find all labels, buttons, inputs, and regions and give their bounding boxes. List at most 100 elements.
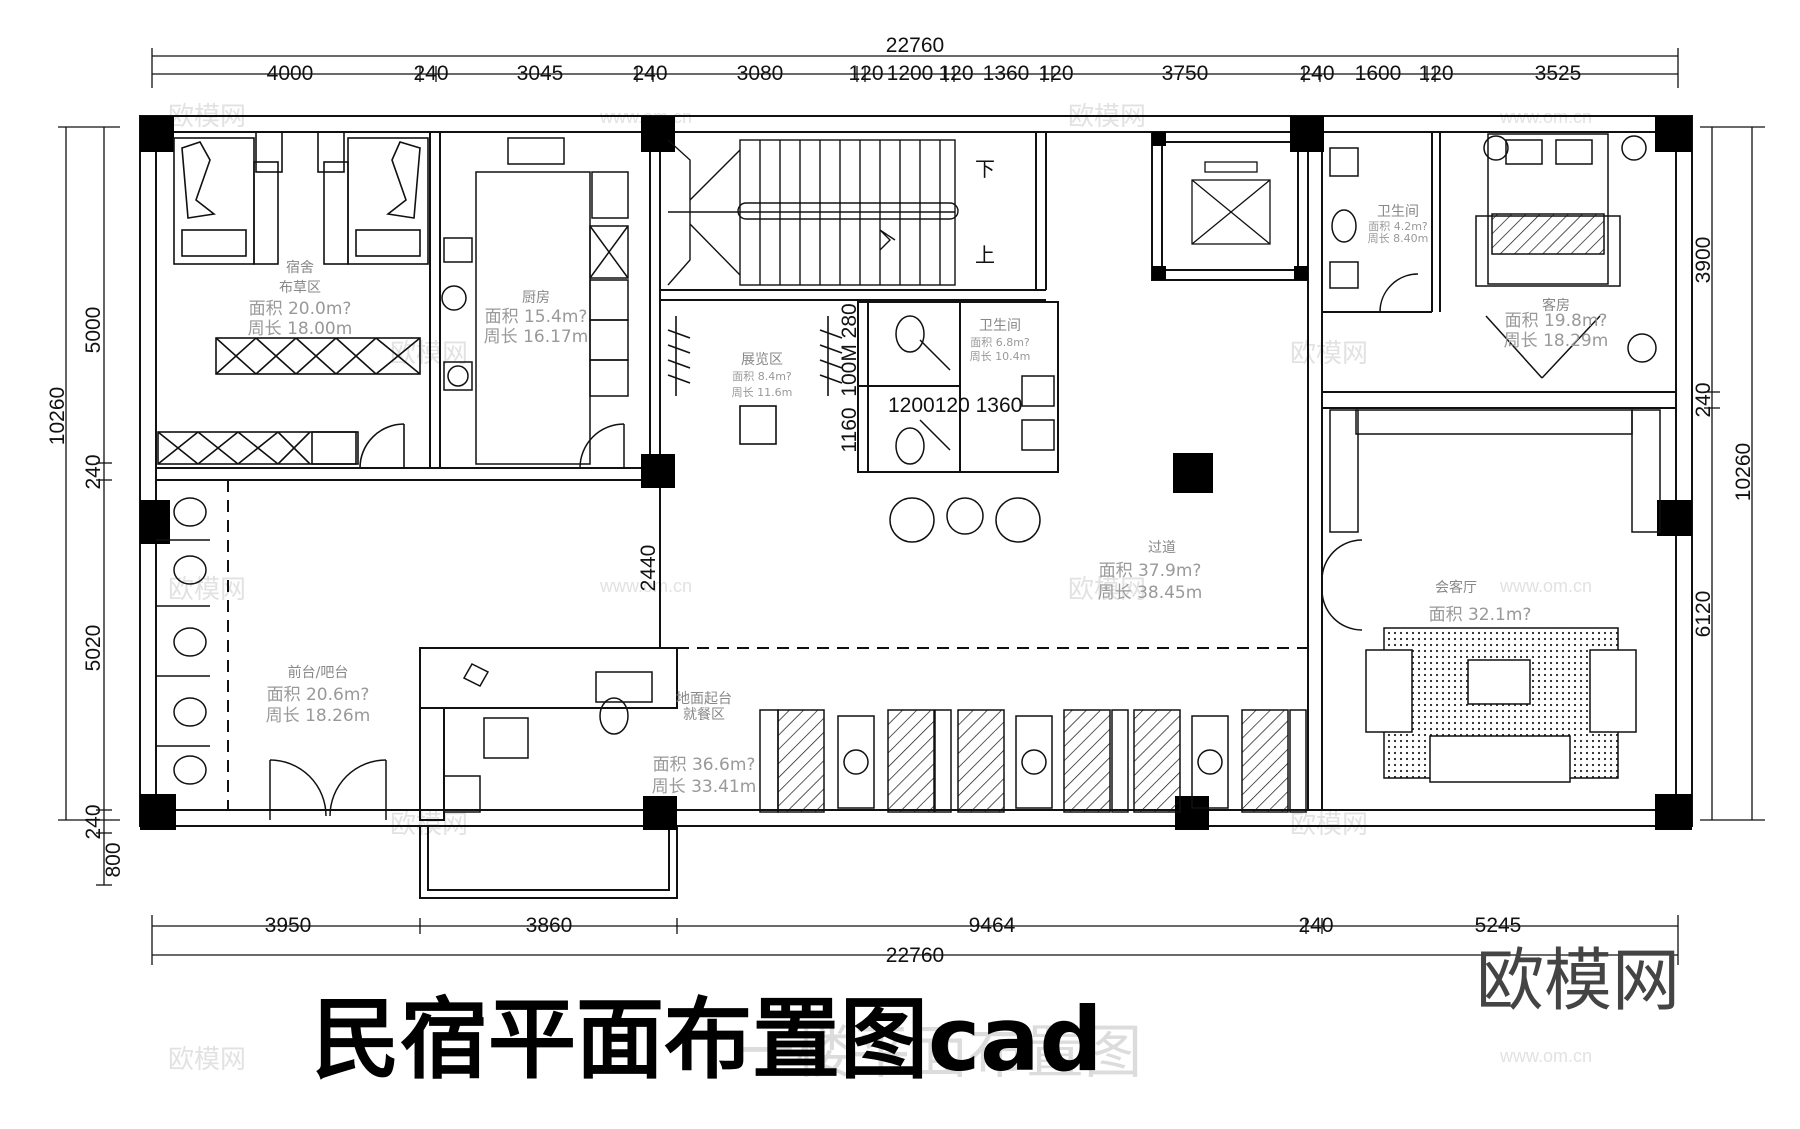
- dim-label: 100M 280: [838, 303, 861, 396]
- room-name: 厨房: [522, 290, 550, 306]
- room-name: 地面起台: [676, 691, 732, 707]
- dim-label: 240: [632, 62, 667, 85]
- lounge-fixtures: [1321, 409, 1661, 783]
- dim-label: 3900: [1692, 237, 1715, 284]
- room-name: 展览区: [741, 352, 783, 368]
- room-area: 面积 8.4m?: [732, 370, 792, 383]
- watermark-url: www.om.cn: [599, 576, 692, 596]
- room-perimeter: 周长 18.26m: [266, 706, 371, 726]
- dim-label: 3525: [1535, 62, 1582, 85]
- dining-booths: [759, 709, 1307, 813]
- room-name: 卫生间: [1377, 204, 1419, 220]
- dim-label: 3045: [517, 62, 564, 85]
- dim-label: 6120: [1692, 591, 1715, 638]
- room-name: 卫生间: [979, 318, 1021, 334]
- reception-fixtures: [156, 497, 653, 820]
- logo-text: 欧模网: [1476, 942, 1680, 1021]
- dim-label: 120: [848, 62, 883, 85]
- dorm-beds: [157, 131, 429, 469]
- elevator: [1191, 161, 1271, 245]
- dim-label: 1160: [838, 407, 861, 452]
- dim-label: 1200120 1360: [888, 394, 1022, 417]
- dim-left-total: 10260: [46, 387, 69, 445]
- room-labels: 宿舍 布草区 面积 20.0m? 周长 18.00m 厨房 面积 15.4m? …: [248, 204, 1609, 797]
- dim-label: 240: [413, 62, 448, 85]
- room-area: 面积 32.1m?: [1429, 605, 1532, 625]
- dim-label: 2440: [637, 545, 660, 592]
- left-dimension-labels: 10260 5000 240 5020 240 800: [46, 307, 125, 878]
- kitchen-fixtures: [441, 137, 629, 469]
- room-perimeter: 周长 11.6m: [732, 386, 793, 399]
- watermark-url: www.om.cn: [1499, 1046, 1592, 1066]
- bathroom-fixtures: [889, 315, 1055, 543]
- dim-label: 240: [1692, 382, 1715, 417]
- drawing-title: 民宿平面布置图cad: [312, 988, 1103, 1091]
- stair-down-label: 下: [975, 157, 995, 181]
- dim-top-total: 22760: [886, 34, 944, 57]
- dim-label: 5000: [82, 307, 105, 354]
- dim-label: 240: [82, 804, 105, 839]
- top-dimension-labels: 22760 4000 240 3045 240 3080 120 1200 12…: [267, 34, 1582, 85]
- dim-label: 240: [82, 454, 105, 489]
- dim-label: 120: [938, 62, 973, 85]
- room-area: 面积 20.0m?: [249, 299, 352, 319]
- dim-label: 120: [1038, 62, 1073, 85]
- room-name: 会客厅: [1435, 579, 1477, 596]
- dim-label: 120: [1418, 62, 1453, 85]
- dimension-lines: [58, 48, 1765, 965]
- bottom-dimension-labels: 3950 3860 9464 240 5245 22760: [265, 914, 1522, 967]
- subtitle-ghost: 一楼平面布置图: [736, 1018, 1142, 1086]
- walls: [139, 115, 1693, 899]
- staircase: [667, 139, 959, 286]
- room-area: 面积 37.9m?: [1099, 561, 1202, 581]
- dim-label: 9464: [969, 914, 1016, 937]
- room-name: 前台/吧台: [288, 664, 349, 681]
- room-perimeter: 周长 18.00m: [248, 319, 353, 339]
- dim-label: 240: [1299, 62, 1334, 85]
- dim-label: 800: [102, 842, 125, 877]
- dim-label: 1600: [1355, 62, 1402, 85]
- watermark-url: www.om.cn: [1499, 576, 1592, 596]
- room-perimeter: 周长 10.4m: [970, 350, 1031, 363]
- room-name: 客房: [1542, 297, 1570, 314]
- dim-label: 1360: [983, 62, 1030, 85]
- exhibition-racks: [667, 316, 843, 445]
- watermark: 欧模网: [168, 1045, 246, 1075]
- dim-label: 3750: [1162, 62, 1209, 85]
- watermark: 欧模网: [168, 575, 246, 605]
- dim-label: 5020: [82, 625, 105, 672]
- dim-label: 240: [1298, 914, 1333, 937]
- watermark: 欧模网: [1290, 339, 1368, 369]
- dim-label: 3080: [737, 62, 784, 85]
- room-area: 面积 36.6m?: [653, 755, 756, 775]
- room-name: 宿舍: [286, 259, 314, 276]
- room-area: 面积 19.8m?: [1505, 311, 1608, 331]
- stair-up-label: 上: [975, 243, 995, 267]
- inner-dimension-labels: 2440 1160 100M 280 1200120 1360: [637, 303, 1022, 591]
- room-perimeter: 周长 33.41m: [652, 777, 757, 797]
- dim-label: 3860: [526, 914, 573, 937]
- room-area: 面积 20.6m?: [267, 685, 370, 705]
- room-area: 面积 15.4m?: [485, 307, 588, 327]
- room-perimeter: 周长 38.45m: [1098, 583, 1203, 603]
- dim-right-total: 10260: [1732, 443, 1755, 501]
- dim-bottom-total: 22760: [886, 944, 944, 967]
- dim-label: 1200: [887, 62, 934, 85]
- watermark: 欧模网: [1068, 575, 1146, 605]
- room-area: 面积 6.8m?: [970, 336, 1030, 349]
- room-perimeter: 周长 16.17m: [484, 327, 589, 347]
- room-perimeter: 周长 18.29m: [1504, 331, 1609, 351]
- room-perimeter: 周长 8.40m: [1368, 232, 1429, 245]
- room-area: 面积 4.2m?: [1368, 220, 1428, 233]
- dim-label: 3950: [265, 914, 312, 937]
- room-name: 就餐区: [683, 707, 725, 723]
- dim-label: 5245: [1475, 914, 1522, 937]
- room-name: 过道: [1148, 540, 1176, 556]
- right-dimension-labels: 3900 240 6120 10260: [1692, 237, 1755, 638]
- dim-label: 4000: [267, 62, 314, 85]
- guest-room-fixtures: [1329, 133, 1657, 379]
- dimension-ticks: [419, 66, 1436, 82]
- room-name: 布草区: [279, 280, 321, 296]
